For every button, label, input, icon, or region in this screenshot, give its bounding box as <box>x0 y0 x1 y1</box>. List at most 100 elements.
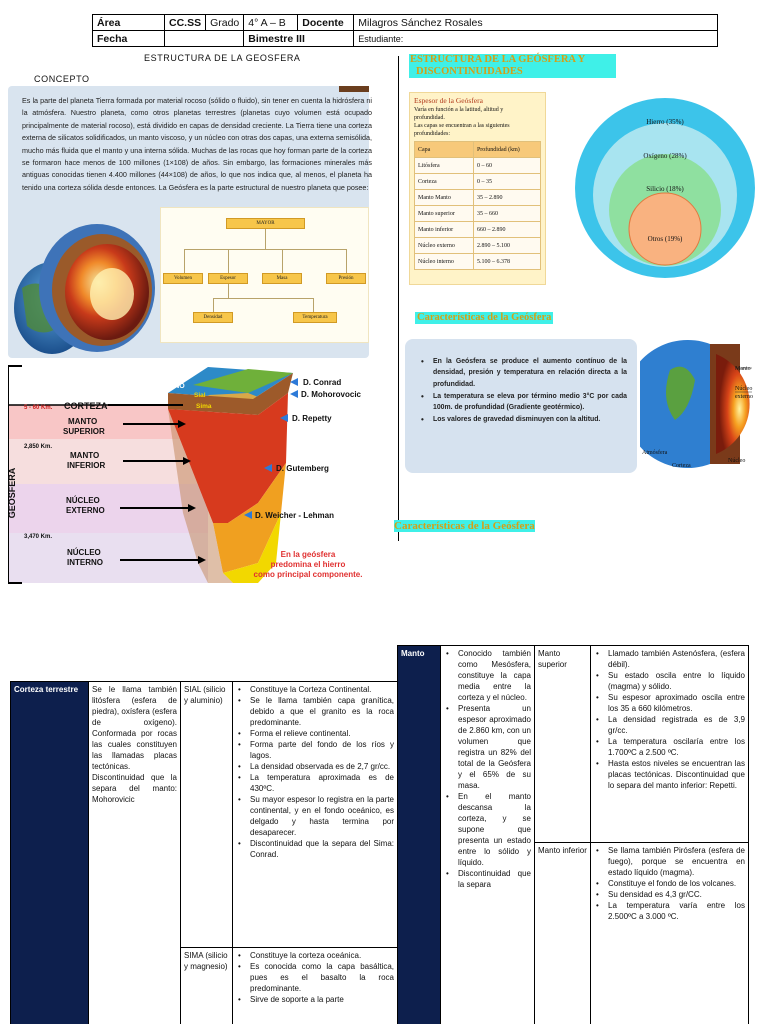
estructura-title-line-1: ESTRUCTURA DE LA GEÓSFERA Y <box>410 54 586 65</box>
mayor-espesor: Espesor <box>208 273 248 284</box>
header-table: Área CC.SS Grado 4° A – B Docente Milagr… <box>92 14 718 47</box>
espesor-panel: Espesor de la Geósfera Varía en función … <box>409 92 546 285</box>
list-item: Presenta un espesor aproximado de 2.860 … <box>444 703 531 791</box>
espesor-title: Espesor de la Geósfera <box>414 96 483 105</box>
table-cell: Manto inferior <box>414 221 474 238</box>
geosphere-cutaway-diagram: GEÓSFERA 5 - 60 Km. CORTEZA MANTO SUPERI… <box>8 365 363 584</box>
nucleo-interno-label-1: NÚCLEO <box>67 548 101 557</box>
docente-value: Milagros Sánchez Rosales <box>353 14 718 31</box>
nucleo-externo-label-2: EXTERNO <box>66 506 105 515</box>
area-label: Área <box>92 14 165 31</box>
estructura-title: ESTRUCTURA DE LA GEÓSFERA Y DISCONTINUID… <box>409 54 616 78</box>
list-item: Forma parte del fondo de los ríos y lago… <box>236 739 394 761</box>
estudiante-label[interactable]: Estudiante: <box>353 30 718 47</box>
list-item: Discontinuidad que la separa del Sima: C… <box>236 838 394 860</box>
table-cell: Corteza <box>414 173 474 190</box>
nucleo-externo-label-1: NÚCLEO <box>66 496 100 505</box>
mayor-temperatura: Temperatura <box>293 312 337 323</box>
d-mohorovocic-label: D. Mohorovocic <box>301 390 362 399</box>
list-item: Llamado también Astenósfera, (esfera déb… <box>594 648 745 670</box>
earth-label-nucleo-externo-2: externo <box>735 394 753 400</box>
table-cell: 5.100 – 6.378 <box>472 253 542 270</box>
grado-label: Grado <box>205 14 245 31</box>
oxigeno-label: Oxígeno (28%) <box>643 152 687 160</box>
sima-cell: Constituye la corteza oceánica. Es conoc… <box>232 947 398 1024</box>
list-item: Sirve de soporte a la parte <box>236 994 394 1005</box>
list-item: Constituye el fondo de los volcanes. <box>594 878 745 889</box>
list-item: Se le llama también capa granítica, debi… <box>236 695 394 728</box>
mayor-top: MAYOR <box>226 218 305 229</box>
list-item: La temperatura aproximada es de 430ºC. <box>236 772 394 794</box>
list-item: Los valores de gravedad disminuyen con l… <box>421 414 627 426</box>
list-item: Su estado oscila entre lo líquido (magma… <box>594 670 745 692</box>
caracteristicas-title-2-text: Características de la Geósfera <box>394 520 535 532</box>
earth-label-nucleo: Núcleo <box>728 458 745 464</box>
table-cell: 2.890 – 5.100 <box>472 237 542 254</box>
list-item: La densidad observada es de 2,7 gr/cc. <box>236 761 394 772</box>
composition-circles: Hierro (35%) Oxígeno (28%) Silicio (18%)… <box>575 98 755 278</box>
list-item: Su espesor aproximado oscila entre los 3… <box>594 692 745 714</box>
divider-line <box>398 56 399 541</box>
panel-bar <box>339 86 369 92</box>
espesor-intro-1: Varía en función a la latitud, altitud y <box>414 107 504 113</box>
oceano-label: OCÉANO <box>154 381 185 390</box>
mayor-masa: Masa <box>262 273 302 284</box>
manto-desc-cell: Conocido también como Mesósfera, constit… <box>440 645 535 1024</box>
list-item: Su mayor espesor lo registra en la parte… <box>236 794 394 838</box>
nucleo-interno-label-2: INTERNO <box>67 558 103 567</box>
sial-label: Sial <box>194 392 206 399</box>
table-cell: Manto superior <box>414 205 474 222</box>
table-cell: 660 – 2.890 <box>472 221 542 238</box>
list-item: Su densidad es 4,3 gr/CC. <box>594 889 745 900</box>
sima-head: SIMA (silicio y magnesio) <box>180 947 233 1024</box>
list-item: En la Geósfera se produce el aumento con… <box>421 356 627 390</box>
earth-label-atmosfera: Atmósfera <box>642 449 668 456</box>
main-title: ESTRUCTURA DE LA GEOSFERA <box>144 53 301 63</box>
mayor-densidad: Densidad <box>193 312 233 323</box>
list-item: Hasta estos niveles se encuentran las pl… <box>594 758 745 791</box>
espesor-header: Profundidad (km) <box>472 141 542 158</box>
earth-label-corteza: Corteza <box>672 463 691 469</box>
manto-superior-label-2: SUPERIOR <box>63 427 105 436</box>
d-weicher-lehman-label: D. Weicher - Lehman <box>255 511 334 520</box>
geosfera-side-label: GEÓSFERA <box>8 467 17 518</box>
table-cell: Núcleo interno <box>414 253 474 270</box>
depth-label-3: 3,470 Km. <box>24 534 52 540</box>
note-line-2: predomina el hierro <box>271 560 346 569</box>
estructura-title-line-2: DISCONTINUIDADES <box>416 66 523 77</box>
earth-layers-image: Manto Núcleo externo Atmósfera Corteza N… <box>640 340 753 469</box>
table-cell: Núcleo externo <box>414 237 474 254</box>
mayor-diagram: MAYOR Volumen Espesor Masa Presión Densi… <box>160 207 369 343</box>
grado-value: 4° A – B <box>243 14 299 31</box>
list-item: La densidad registrada es de 3,9 gr/cc. <box>594 714 745 736</box>
list-item: La temperatura se eleva por término medi… <box>421 391 627 414</box>
manto-inferior-label-1: MANTO <box>70 451 99 460</box>
list-item: En el manto descansa la corteza, y se su… <box>444 791 531 868</box>
corteza-table: Corteza terrestre Se le llama también li… <box>10 681 398 1024</box>
otros-label: Otros (19%) <box>648 235 683 243</box>
table-cell: Litósfera <box>414 157 474 174</box>
table-cell: 35 – 2.890 <box>472 189 542 206</box>
sima-label: Sima <box>196 403 212 410</box>
manto-inferior-head: Manto inferior <box>534 842 591 1024</box>
concept-panel: Es la parte del planeta Tierra formada p… <box>8 86 372 358</box>
area-value: CC.SS <box>163 14 207 31</box>
table-cell: 0 – 60 <box>472 157 542 174</box>
list-item: La temperatura varía entre los 2.500ºC a… <box>594 900 745 922</box>
sial-head: SIAL (silicio y aluminio) <box>180 681 233 948</box>
list-item: Forma el relieve continental. <box>236 728 394 739</box>
list-item: Constituye la Corteza Continental. <box>236 684 394 695</box>
hierro-label: Hierro (35%) <box>646 118 684 126</box>
list-item: Se llama también Pirósfera (esfera de fu… <box>594 845 745 878</box>
manto-table: Manto Conocido también como Mesósfera, c… <box>397 645 749 1024</box>
espesor-header: Capa <box>414 141 474 158</box>
earth-cutaway-image <box>14 224 155 354</box>
list-item: Es conocida como la capa basáltica, pues… <box>236 961 394 994</box>
fecha-value[interactable] <box>163 30 245 47</box>
note-line-3: como principal componente. <box>254 570 363 579</box>
manto-superior-head: Manto superior <box>534 645 591 843</box>
table-cell: 0 – 35 <box>472 173 542 190</box>
caracteristicas-title: Características de la Geósfera <box>415 312 554 324</box>
caracteristicas-title-2: Características de la Geósfera <box>394 520 535 532</box>
